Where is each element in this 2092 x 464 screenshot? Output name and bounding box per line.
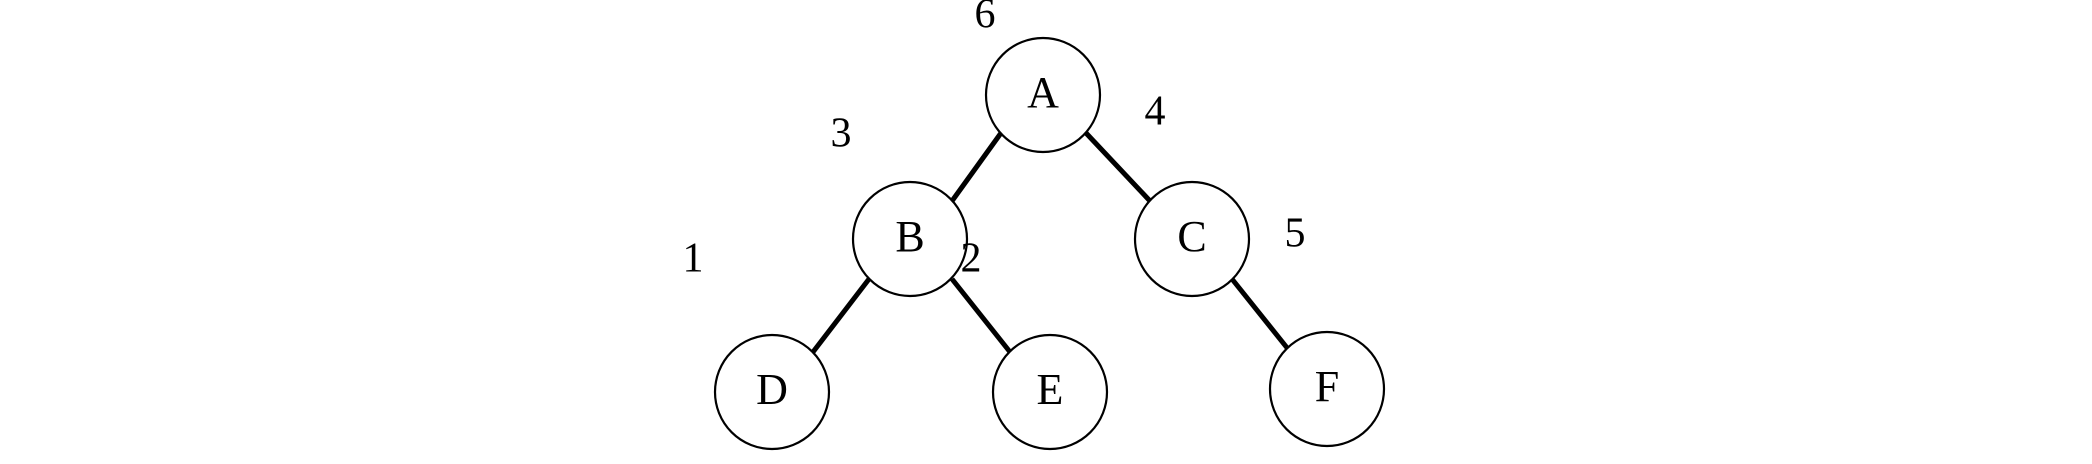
node-e[interactable]: E (991, 333, 1109, 451)
node-b-label: B (895, 212, 924, 261)
node-f-circle[interactable] (1268, 330, 1386, 448)
node-f[interactable]: F (1268, 330, 1386, 448)
edge-group (811, 131, 1290, 354)
edge-b-d (811, 277, 871, 354)
node-b-circle[interactable] (851, 180, 969, 298)
weight-label-c: 4 (1145, 89, 1166, 135)
node-f-label: F (1315, 362, 1339, 411)
node-c-label: C (1177, 212, 1206, 261)
edge-b-e (950, 277, 1012, 354)
edge-c-f (1230, 277, 1290, 351)
node-a-label: A (1027, 68, 1059, 117)
weight-group: 6 3 4 1 2 5 (683, 0, 1306, 282)
node-c-circle[interactable] (1133, 180, 1251, 298)
weight-label-d: 1 (683, 236, 704, 282)
weight-label-f: 5 (1285, 211, 1306, 257)
edge-a-b (949, 131, 1004, 203)
edge-a-c (1084, 131, 1152, 203)
node-e-label: E (1037, 365, 1064, 414)
node-b[interactable]: B (851, 180, 969, 298)
weight-label-a: 6 (975, 0, 996, 38)
weight-label-e: 2 (961, 236, 982, 282)
node-d-circle[interactable] (713, 333, 831, 451)
node-d[interactable]: D (713, 333, 831, 451)
node-group: A B C D E F (713, 36, 1386, 451)
weight-label-b: 3 (831, 111, 852, 157)
node-e-circle[interactable] (991, 333, 1109, 451)
node-d-label: D (756, 365, 788, 414)
node-c[interactable]: C (1133, 180, 1251, 298)
node-a-circle[interactable] (984, 36, 1102, 154)
node-a[interactable]: A (984, 36, 1102, 154)
